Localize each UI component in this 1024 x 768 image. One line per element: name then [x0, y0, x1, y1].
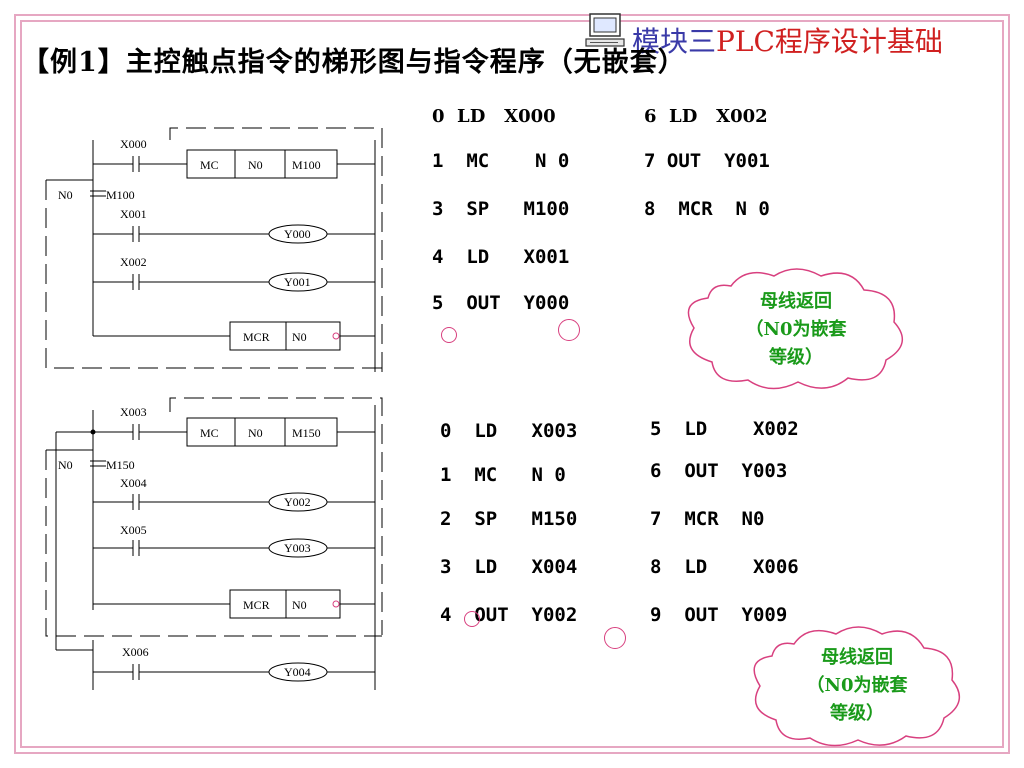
- program1-line: 1 MC N 0: [432, 150, 570, 172]
- nest-label: N0: [58, 188, 73, 202]
- contact-label: X006: [122, 645, 149, 659]
- program2-line: 4 OUT Y002: [440, 604, 578, 626]
- mc-box-cell: M150: [292, 426, 321, 440]
- program1-line: 6 LD X002: [644, 106, 768, 127]
- program1-line: 3 SP M100: [432, 198, 570, 220]
- program2-line: 7 MCR N0: [650, 508, 765, 530]
- mcr-box-cell: MCR: [243, 598, 270, 612]
- coil-label: Y003: [284, 541, 311, 555]
- coil-label: Y000: [284, 227, 311, 241]
- program2-line: 8 LD X006: [650, 556, 799, 578]
- program2-line: 1 MC N 0: [440, 464, 566, 486]
- contact-label: X003: [120, 405, 147, 419]
- contact-label: X001: [120, 207, 147, 221]
- contact-label: X005: [120, 523, 147, 537]
- program1-line: 5 OUT Y000: [432, 292, 570, 314]
- program2-line: 3 LD X004: [440, 556, 578, 578]
- mcr-box-cell: MCR: [243, 330, 270, 344]
- program1-line: 8 MCR N 0: [644, 198, 770, 220]
- mc-box-cell: MC: [200, 158, 219, 172]
- contact-label: M100: [106, 188, 135, 202]
- program2-line: 9 OUT Y009: [650, 604, 788, 626]
- program1-line: 7 OUT Y001: [644, 150, 770, 172]
- coil-label: Y001: [284, 275, 311, 289]
- slide-border-outer: [14, 14, 1010, 754]
- mc-box-cell: N0: [248, 158, 263, 172]
- computer-icon: [585, 13, 625, 47]
- marker-circle: [604, 627, 626, 649]
- module-name: 模块三: [632, 25, 717, 58]
- marker-circle: [464, 611, 480, 627]
- program2-line: 5 LD X002: [650, 418, 799, 440]
- callout-text: 母线返回 （N0为嵌套 等级）: [806, 647, 908, 724]
- marker-circle: [441, 327, 457, 343]
- mc-box-cell: M100: [292, 158, 321, 172]
- program2-line: 0 LD X003: [440, 420, 578, 442]
- mc-box-cell: N0: [248, 426, 263, 440]
- callout-text: 母线返回 （N0为嵌套 等级）: [745, 291, 847, 368]
- mcr-box-cell: N0: [292, 598, 307, 612]
- program2-line: 2 SP M150: [440, 508, 578, 530]
- cloud-callout: [753, 626, 961, 747]
- contact-label: X000: [120, 137, 147, 151]
- contact-label: M150: [106, 458, 135, 472]
- contact-label: X002: [120, 255, 147, 269]
- coil-label: Y002: [284, 495, 311, 509]
- program1-line: 0 LD X000: [432, 106, 556, 127]
- page-title: 【例1】主控触点指令的梯形图与指令程序（无嵌套）: [22, 47, 686, 78]
- program1-line: 4 LD X001: [432, 246, 570, 268]
- ladder-diagram: X000 MC N0 M100 N0 M100 X001 Y000 X002 Y…: [45, 127, 383, 690]
- program2-line: 6 OUT Y003: [650, 460, 788, 482]
- marker-circle: [558, 319, 580, 341]
- mcr-box-cell: N0: [292, 330, 307, 344]
- contact-label: X004: [120, 476, 147, 490]
- cloud-callout: [687, 268, 903, 390]
- coil-label: Y004: [284, 665, 311, 679]
- nest-label: N0: [58, 458, 73, 472]
- module-title: 模块三PLC程序设计基础: [632, 20, 943, 60]
- module-subject: PLC程序设计基础: [716, 25, 943, 58]
- slide-border-inner: [20, 20, 1004, 748]
- mc-box-cell: MC: [200, 426, 219, 440]
